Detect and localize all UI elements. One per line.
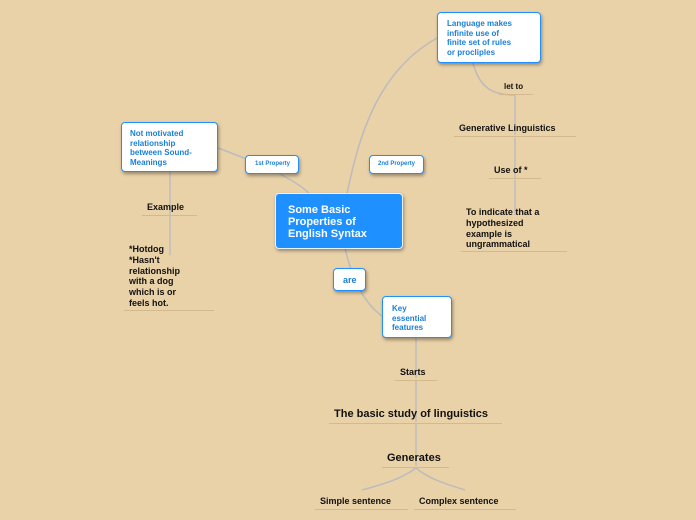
tag-are[interactable]: are bbox=[333, 268, 366, 291]
bottom-complex-underline bbox=[414, 509, 516, 510]
tag-2nd-property[interactable]: 2nd Property bbox=[369, 155, 424, 174]
top-letto-label: let to bbox=[504, 82, 524, 91]
bottom-complex-label: Complex sentence bbox=[419, 496, 499, 506]
left-example-text: *Hotdog *Hasn't relationship with a dog … bbox=[129, 244, 181, 308]
left-example-underline bbox=[142, 215, 197, 216]
bottom-study-underline bbox=[329, 423, 502, 424]
top-generative-label: Generative Linguistics bbox=[459, 123, 556, 133]
connector-gen-simple bbox=[361, 467, 417, 491]
bottom-topic-text: Key essential features bbox=[392, 304, 427, 332]
top-topic-text: Language makes infinite use of finite se… bbox=[447, 19, 512, 57]
top-indicate-text: To indicate that a hypothesized example … bbox=[466, 207, 540, 250]
connector-gen-complex bbox=[415, 467, 466, 491]
tag-are-text: are bbox=[343, 275, 357, 285]
top-topic-box[interactable]: Language makes infinite use of finite se… bbox=[437, 12, 541, 63]
tag-1st-property-text: 1st Property bbox=[255, 161, 291, 167]
tag-2nd-property-text: 2nd Property bbox=[378, 161, 416, 167]
tag-1st-property[interactable]: 1st Property bbox=[245, 155, 299, 174]
bottom-generates-underline bbox=[382, 467, 449, 468]
left-topic-box[interactable]: Not motivated relationship between Sound… bbox=[121, 122, 218, 172]
bottom-study-label: The basic study of linguistics bbox=[334, 408, 489, 420]
top-indicate-underline bbox=[461, 251, 567, 252]
top-useof-label: Use of * bbox=[494, 165, 528, 175]
bottom-simple-underline bbox=[315, 509, 408, 510]
top-generative-underline bbox=[454, 136, 576, 137]
bottom-starts-label: Starts bbox=[400, 367, 426, 377]
top-letto-underline bbox=[499, 94, 533, 95]
left-example-label: Example bbox=[147, 202, 185, 212]
central-topic-text: Some Basic Properties of English Syntax bbox=[288, 204, 367, 240]
left-topic-text: Not motivated relationship between Sound… bbox=[130, 129, 192, 167]
left-example-text-underline bbox=[124, 310, 214, 311]
central-topic[interactable]: Some Basic Properties of English Syntax bbox=[275, 193, 403, 249]
bottom-generates-label: Generates bbox=[387, 452, 441, 464]
connector-central-top bbox=[346, 37, 438, 195]
bottom-topic-box[interactable]: Key essential features bbox=[382, 296, 452, 338]
bottom-simple-label: Simple sentence bbox=[320, 496, 392, 506]
bottom-starts-underline bbox=[395, 380, 437, 381]
top-useof-underline bbox=[489, 178, 541, 179]
